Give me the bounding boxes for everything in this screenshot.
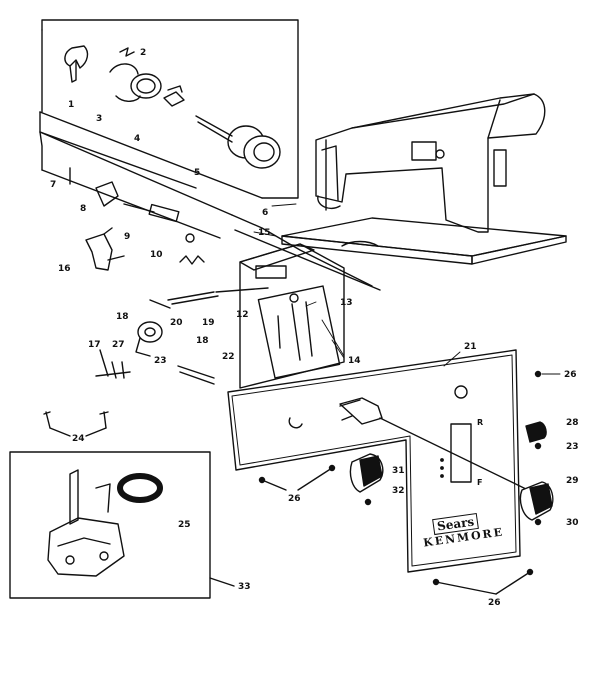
callout-30: 30	[566, 518, 579, 528]
callout-23b: 23	[566, 442, 579, 452]
callout-1: 1	[68, 100, 75, 110]
callout-23a: 23	[154, 356, 167, 366]
small-screws	[258, 370, 542, 595]
callout-21b: 27	[112, 340, 125, 350]
dial-mark-f: F	[477, 478, 483, 487]
callout-32: 32	[392, 486, 405, 496]
callout-13: 13	[340, 298, 353, 308]
callout-14: 14	[348, 356, 361, 366]
callout-18b: 18	[196, 336, 209, 346]
callout-18: 18	[116, 312, 129, 322]
callout-6: 6	[262, 208, 269, 218]
part-screws-24	[43, 411, 109, 437]
inset-box-bottom	[9, 451, 235, 599]
callout-31: 31	[392, 466, 405, 476]
callout-25: 25	[178, 520, 191, 530]
callout-4: 4	[134, 134, 141, 144]
callout-33: 33	[238, 582, 251, 592]
callout-19: 19	[202, 318, 215, 328]
front-panel	[227, 349, 529, 573]
callout-22: 22	[222, 352, 235, 362]
callout-29: 29	[566, 476, 579, 486]
panel-15	[215, 243, 345, 389]
frame-outline	[39, 111, 381, 291]
callout-28: 28	[566, 418, 579, 428]
dial-mark-r: R	[477, 418, 484, 427]
part-knob-28	[525, 421, 547, 443]
callout-7: 7	[50, 180, 57, 190]
machine-head	[281, 93, 567, 265]
part-spring-2	[119, 47, 135, 57]
part-springs	[149, 255, 219, 309]
callout-15: 15	[258, 228, 271, 238]
part-clip	[163, 85, 185, 107]
part-knob-31	[349, 453, 384, 493]
part-knob-29	[519, 481, 554, 521]
callout-24: 24	[72, 434, 85, 444]
part-pin-22	[177, 365, 215, 385]
callout-8: 8	[80, 204, 87, 214]
callout-12: 12	[236, 310, 249, 320]
leader-lines	[253, 203, 561, 375]
callout-16: 16	[58, 264, 71, 274]
part-fork-bracket	[85, 227, 125, 271]
part-knob-shaft	[195, 115, 281, 169]
callout-26a: 26	[564, 370, 577, 380]
callout-26c: 26	[488, 598, 501, 608]
callout-20: 20	[170, 318, 183, 328]
inset-box-top	[41, 19, 299, 199]
callout-9: 9	[124, 232, 131, 242]
callout-10: 10	[150, 250, 163, 260]
part-ring	[109, 63, 162, 102]
bracket-parts	[69, 167, 195, 243]
callout-26b: 26	[288, 494, 301, 504]
callout-3: 3	[96, 114, 103, 124]
part-bobbin-latch	[64, 45, 89, 83]
callout-21: 21	[464, 342, 477, 352]
part-screws-17-21	[95, 349, 131, 379]
callout-2: 2	[140, 48, 147, 58]
part-knob-20	[135, 321, 163, 357]
callout-17: 17	[88, 340, 101, 350]
callout-5: 5	[194, 168, 201, 178]
